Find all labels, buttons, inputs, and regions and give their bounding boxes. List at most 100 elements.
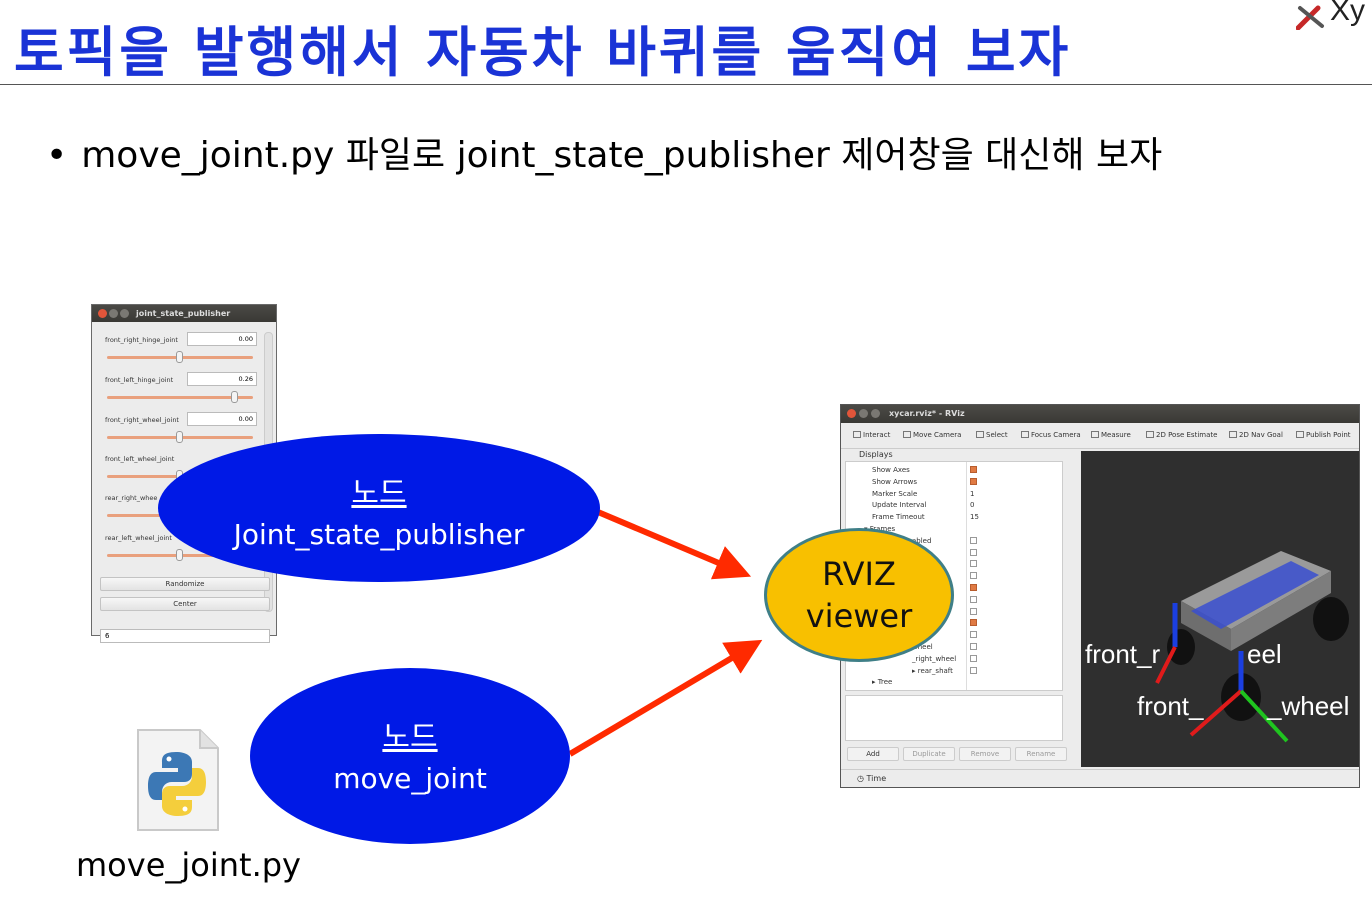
slider-handle[interactable]	[176, 431, 183, 443]
checkbox[interactable]	[970, 607, 977, 615]
close-icon[interactable]	[847, 409, 856, 418]
checkbox[interactable]	[970, 584, 977, 591]
display-row[interactable]	[846, 570, 1062, 582]
node-move-joint: 노드 move_joint	[250, 668, 570, 844]
checkbox[interactable]	[970, 548, 977, 556]
slide-title: 토픽을 발행해서 자동차 바퀴를 움직여 보자	[14, 21, 1072, 84]
checkbox[interactable]	[970, 560, 977, 568]
checkbox[interactable]	[970, 619, 977, 627]
add-button[interactable]: Add	[847, 747, 899, 761]
joint-value-field[interactable]: 0.00	[187, 332, 257, 346]
display-row[interactable]	[846, 629, 1062, 641]
displays-header: Displays	[859, 450, 893, 459]
slider-handle[interactable]	[231, 391, 239, 403]
tool-icon	[1146, 431, 1154, 438]
jsp-titlebar: joint_state_publisher	[92, 305, 276, 322]
bullet-text: move_joint.py 파일로 joint_state_publisher …	[81, 135, 1163, 176]
checkbox[interactable]	[970, 477, 977, 485]
display-row[interactable]: ▸ rear_shaft	[846, 665, 1062, 677]
joint-label: front_right_hinge_joint	[105, 336, 178, 344]
tool-label: Measure	[1101, 431, 1131, 439]
tool-icon	[1296, 431, 1304, 438]
joint-label: rear_left_wheel_joint	[105, 534, 172, 542]
joint-slider[interactable]	[107, 549, 253, 561]
tool-2d-nav-goal[interactable]: 2D Nav Goal	[1229, 431, 1283, 439]
rviz-title-text: xycar.rviz* - RViz	[889, 409, 965, 418]
rename-button[interactable]: Rename	[1015, 747, 1067, 761]
car-model	[1155, 551, 1349, 743]
joint-value-field[interactable]: 0.26	[187, 372, 257, 386]
viewer-line2: viewer	[805, 597, 913, 635]
tool-icon	[976, 431, 984, 438]
tool-focus-camera[interactable]: Focus Camera	[1021, 431, 1081, 439]
display-row[interactable]: wheel	[846, 641, 1062, 653]
tool-select[interactable]: Select	[976, 431, 1008, 439]
display-property-name: abled	[912, 536, 932, 545]
tool-2d-pose-estimate[interactable]: 2D Pose Estimate	[1146, 431, 1217, 439]
display-row[interactable]	[846, 582, 1062, 594]
tool-measure[interactable]: Measure	[1091, 431, 1131, 439]
rviz-window: xycar.rviz* - RViz Interact Move Camera Se…	[840, 404, 1360, 788]
display-row[interactable]: Show Arrows	[846, 476, 1062, 488]
checkbox[interactable]	[970, 666, 977, 674]
display-property-value[interactable]: 1	[970, 489, 975, 498]
python-file-icon	[137, 729, 219, 831]
display-property-name: ▸ Tree	[872, 678, 893, 687]
joint-value-field[interactable]: 0.00	[187, 412, 257, 426]
tool-interact[interactable]: Interact	[853, 431, 890, 439]
display-row[interactable]: Show Axes	[846, 464, 1062, 476]
node-joint-state-publisher: 노드 Joint_state_publisher	[158, 434, 600, 582]
3d-view[interactable]: front_r eel front_ _wheel	[1081, 451, 1359, 767]
checkbox[interactable]	[970, 536, 977, 544]
checkbox[interactable]	[970, 631, 977, 639]
display-row[interactable]	[846, 547, 1062, 559]
display-row[interactable]	[846, 558, 1062, 570]
joint-slider[interactable]	[107, 351, 253, 363]
joint-slider[interactable]	[107, 391, 253, 403]
frame-label-front-left-b: _wheel	[1267, 691, 1350, 721]
bullet-point: •move_joint.py 파일로 joint_state_publisher…	[46, 126, 1162, 178]
duplicate-button[interactable]: Duplicate	[903, 747, 955, 761]
close-icon[interactable]	[98, 309, 107, 318]
slider-count-spinbox[interactable]: 6	[100, 629, 270, 643]
display-row[interactable]	[846, 594, 1062, 606]
checkbox[interactable]	[970, 572, 977, 580]
maximize-icon[interactable]	[871, 409, 880, 418]
slider-handle[interactable]	[176, 351, 183, 363]
display-row[interactable]: ▸ Tree	[846, 676, 1062, 688]
remove-button[interactable]: Remove	[959, 747, 1011, 761]
logo-text: Xy	[1330, 0, 1366, 27]
clock-icon: ◷	[857, 774, 867, 783]
center-button[interactable]: Center	[100, 597, 270, 611]
randomize-button[interactable]: Randomize	[100, 577, 270, 591]
display-property-value[interactable]: 0	[970, 501, 975, 510]
rviz-toolbar: Interact Move Camera Select Focus Camera Mea…	[841, 423, 1359, 449]
wrench-logo-icon	[1296, 5, 1324, 30]
tool-label: Interact	[863, 431, 891, 439]
maximize-icon[interactable]	[120, 309, 129, 318]
display-property-name: wheel	[912, 643, 933, 651]
tool-publish-point[interactable]: Publish Point	[1296, 431, 1351, 439]
checkbox[interactable]	[970, 654, 977, 662]
tool-label: Focus Camera	[1031, 431, 1081, 439]
display-row[interactable]: abled	[846, 535, 1062, 547]
joint-slider[interactable]	[107, 431, 253, 443]
minimize-icon[interactable]	[109, 309, 118, 318]
joint-label: front_left_wheel_joint	[105, 455, 175, 463]
frame-label-front-right-a: front_r	[1085, 639, 1161, 669]
checkbox[interactable]	[970, 466, 977, 473]
display-property-name: Show Axes	[872, 466, 910, 474]
display-property-value[interactable]: 15	[970, 513, 979, 522]
tool-move-camera[interactable]: Move Camera	[903, 431, 961, 439]
checkbox[interactable]	[970, 595, 977, 603]
joint-label: front_right_wheel_joint	[105, 416, 179, 424]
checkbox[interactable]	[970, 643, 977, 650]
slider-handle[interactable]	[176, 549, 183, 561]
tool-label: Publish Point	[1306, 431, 1351, 439]
display-row[interactable]: _right_wheel	[846, 653, 1062, 665]
minimize-icon[interactable]	[859, 409, 868, 418]
